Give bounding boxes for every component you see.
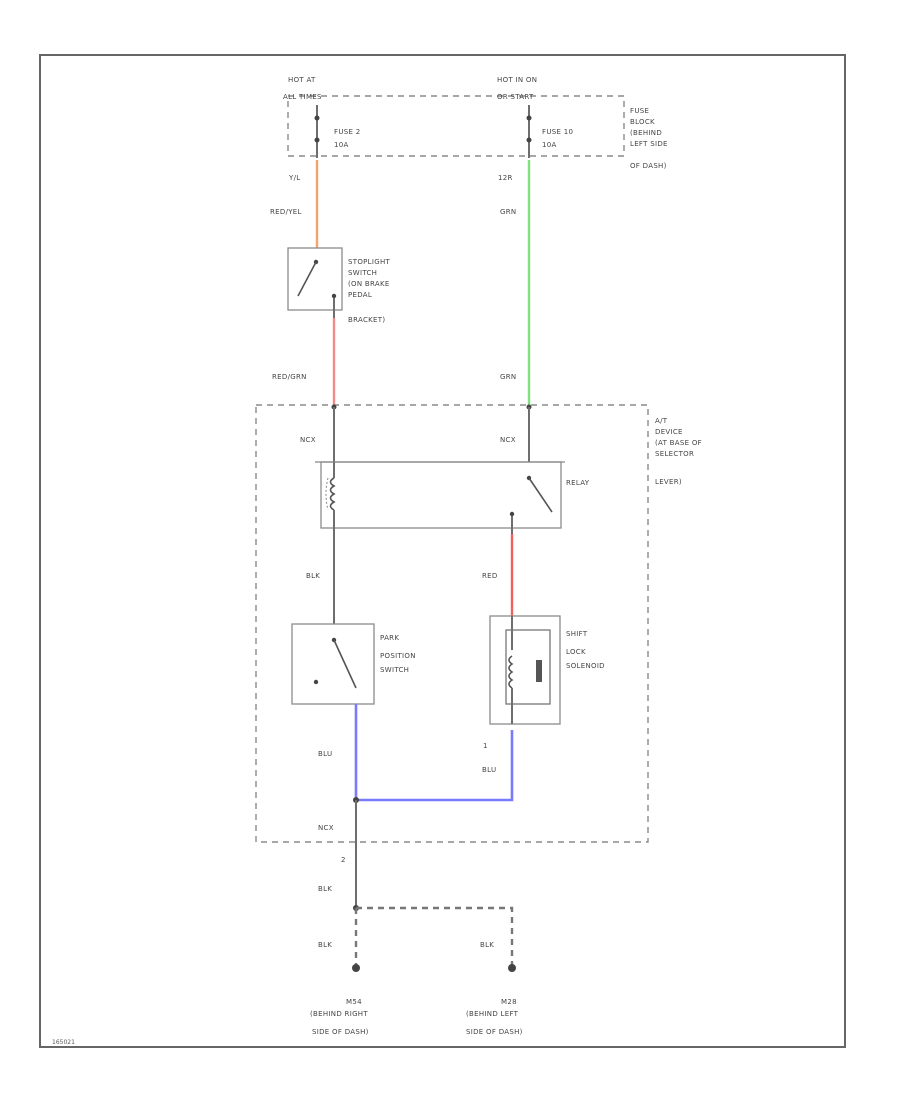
pin-shift-label: 1 — [483, 742, 488, 750]
device-label-2: DEVICE — [655, 428, 683, 436]
stoplight-switch-symbol — [297, 259, 337, 299]
at-device-box — [255, 404, 649, 843]
device-label-1: A/T — [655, 417, 668, 425]
fuse-left-symbol — [314, 105, 320, 158]
connector-bottom-label: NCX — [318, 824, 334, 832]
hot-at-right-label-2: OR START — [497, 93, 534, 101]
ground-dash-right — [356, 906, 514, 966]
park-switch-symbol — [313, 637, 357, 689]
park-label-1: PARK — [380, 634, 399, 642]
ground-right-loc-2: SIDE OF DASH) — [466, 1028, 523, 1036]
ground-left-loc-1: (BEHIND RIGHT — [310, 1010, 368, 1018]
pin-bottom-label: 2 — [341, 856, 346, 864]
stoplight-label-4: PEDAL — [348, 291, 372, 299]
fuse-left-label: FUSE 2 — [334, 128, 361, 136]
diagram-frame — [39, 54, 846, 1048]
solenoid-label-2: LOCK — [566, 648, 586, 656]
fuse-block-box — [287, 95, 625, 157]
wire-blu-right-label: BLU — [482, 766, 496, 774]
wire-red-yel-label: RED/YEL — [270, 208, 302, 216]
park-switch-box — [291, 623, 375, 705]
relay-label: RELAY — [566, 479, 590, 487]
stoplight-label-1: STOPLIGHT — [348, 258, 391, 266]
wire-red-grn-label: RED/GRN — [272, 373, 307, 381]
hot-at-left-label-2: ALL TIMES — [283, 93, 322, 101]
wire-grn-top-label: GRN — [500, 208, 516, 216]
solenoid-symbol — [505, 616, 551, 724]
ground-left-symbol — [352, 964, 360, 972]
wire-blk-relay-label: BLK — [306, 572, 320, 580]
park-label-2: POSITION — [380, 652, 416, 660]
stoplight-label-5: BRACKET) — [348, 316, 385, 324]
connector-right-label: NCX — [500, 436, 516, 444]
wire-blu-left-label: BLU — [318, 750, 332, 758]
wire-grn-mid-label: GRN — [500, 373, 516, 381]
figure-id: 165021 — [52, 1039, 75, 1046]
relay-coil-symbol — [325, 462, 336, 528]
wire-blu — [354, 704, 514, 802]
ground-right-loc-1: (BEHIND LEFT — [466, 1010, 519, 1018]
solenoid-label-1: SHIFT — [566, 630, 588, 638]
fuse-block-label-4: LEFT SIDE — [630, 140, 668, 148]
connector-left-label: NCX — [300, 436, 316, 444]
relay-switch-symbol — [509, 475, 553, 517]
relay-box — [320, 461, 562, 529]
fuse-block-label-3: (BEHIND — [630, 129, 662, 137]
fuse-block-label-1: FUSE — [630, 107, 649, 115]
fuse-left-amp: 10A — [334, 141, 349, 149]
wire-blk-left-label: BLK — [318, 941, 332, 949]
solenoid-box — [489, 615, 561, 725]
fuse-block-label-2: BLOCK — [630, 118, 655, 126]
ground-left-id: M54 — [346, 998, 362, 1006]
device-label-4: SELECTOR — [655, 450, 694, 458]
pin-right-label: 12R — [498, 174, 513, 182]
fuse-right-label: FUSE 10 — [542, 128, 573, 136]
fuse-right-amp: 10A — [542, 141, 557, 149]
fuse-block-label-5: OF DASH) — [630, 162, 667, 170]
stoplight-label-2: SWITCH — [348, 269, 377, 277]
stoplight-label-3: (ON BRAKE — [348, 280, 390, 288]
device-label-3: (AT BASE OF — [655, 439, 702, 447]
ground-right-id: M28 — [501, 998, 517, 1006]
solenoid-label-3: SOLENOID — [566, 662, 605, 670]
pin-left-label: Y/L — [288, 174, 300, 182]
wire-blk-bottom-label: BLK — [318, 885, 332, 893]
wire-blk-right-label: BLK — [480, 941, 494, 949]
hot-at-right-label: HOT IN ON — [497, 76, 537, 84]
hot-at-left-label: HOT AT — [288, 76, 316, 84]
fuse-right-symbol — [526, 105, 532, 158]
ground-right-symbol — [508, 964, 516, 972]
device-label-5: LEVER) — [655, 478, 682, 486]
ground-left-loc-2: SIDE OF DASH) — [312, 1028, 369, 1036]
wire-red-label: RED — [482, 572, 498, 580]
park-label-3: SWITCH — [380, 666, 409, 674]
